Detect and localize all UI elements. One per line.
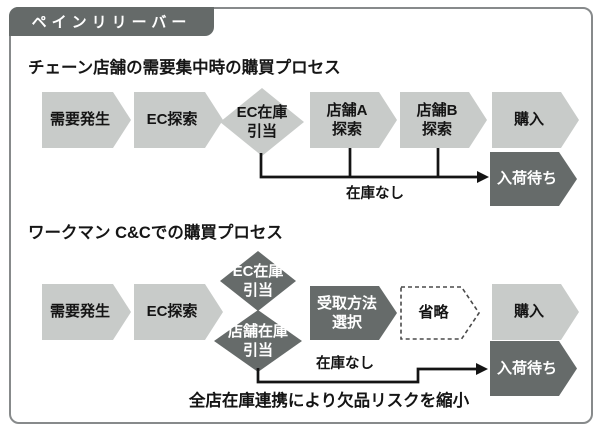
step-ec-search-2: EC探索	[134, 284, 223, 340]
step-label: 店舗A 探索	[326, 101, 368, 139]
step-omitted: 省略	[400, 286, 480, 340]
step-label: EC探索	[146, 111, 198, 129]
chevron-shape	[490, 341, 577, 396]
banner-title: ペインリリーバー	[9, 7, 214, 36]
step-backorder-2: 入荷待ち	[490, 341, 577, 396]
chevron-shape	[42, 284, 131, 340]
step-store-b-search: 店舗B 探索	[400, 92, 487, 148]
decision-ec-stock-1: EC在庫 引当	[220, 88, 304, 156]
section2-heading: ワークマン C&Cでの購買プロセス	[28, 224, 283, 242]
step-purchase-1: 購入	[492, 92, 579, 148]
step-demand-2: 需要発生	[42, 284, 131, 340]
step-label: 需要発生	[49, 303, 110, 321]
decision-store-stock: 店舗在庫 引当	[214, 310, 302, 372]
step-demand-1: 需要発生	[42, 92, 131, 148]
step-ec-search-1: EC探索	[134, 92, 223, 148]
step-label: 需要発生	[49, 111, 110, 129]
step-label: EC探索	[146, 303, 198, 321]
chevron-shape	[492, 284, 579, 340]
step-label: 省略	[418, 304, 449, 322]
chevron-shape	[134, 92, 223, 148]
chevron-shape	[492, 92, 579, 148]
dashed-chevron-outline	[400, 286, 480, 340]
chevron-shape	[310, 92, 397, 148]
note-inventory-link: 全店在庫連携により欠品リスクを縮小	[188, 392, 470, 410]
chevron-shape	[490, 152, 577, 206]
step-label: 店舗B 探索	[416, 101, 458, 139]
step-label: EC在庫 引当	[232, 262, 284, 300]
label-no-stock-1: 在庫なし	[346, 186, 404, 202]
step-label: 店舗在庫 引当	[227, 322, 288, 360]
step-label: 入荷待ち	[496, 359, 557, 377]
step-store-a-search: 店舗A 探索	[310, 92, 397, 148]
chevron-shape	[310, 286, 397, 340]
section1-heading: チェーン店舗の需要集中時の購買プロセス	[28, 59, 341, 77]
step-label: 購入	[513, 111, 544, 129]
label-no-stock-2: 在庫なし	[316, 356, 374, 372]
step-label: 入荷待ち	[496, 170, 557, 188]
step-label: EC在庫 引当	[236, 103, 288, 141]
decision-ec-stock-2: EC在庫 引当	[220, 251, 296, 311]
step-label: 受取方法 選択	[316, 294, 377, 332]
chevron-shape	[400, 92, 487, 148]
step-receive-method: 受取方法 選択	[310, 286, 397, 340]
chevron-shape	[42, 92, 131, 148]
chevron-shape	[134, 284, 223, 340]
step-label: 購入	[513, 303, 544, 321]
step-backorder-1: 入荷待ち	[490, 152, 577, 206]
step-purchase-2: 購入	[492, 284, 579, 340]
